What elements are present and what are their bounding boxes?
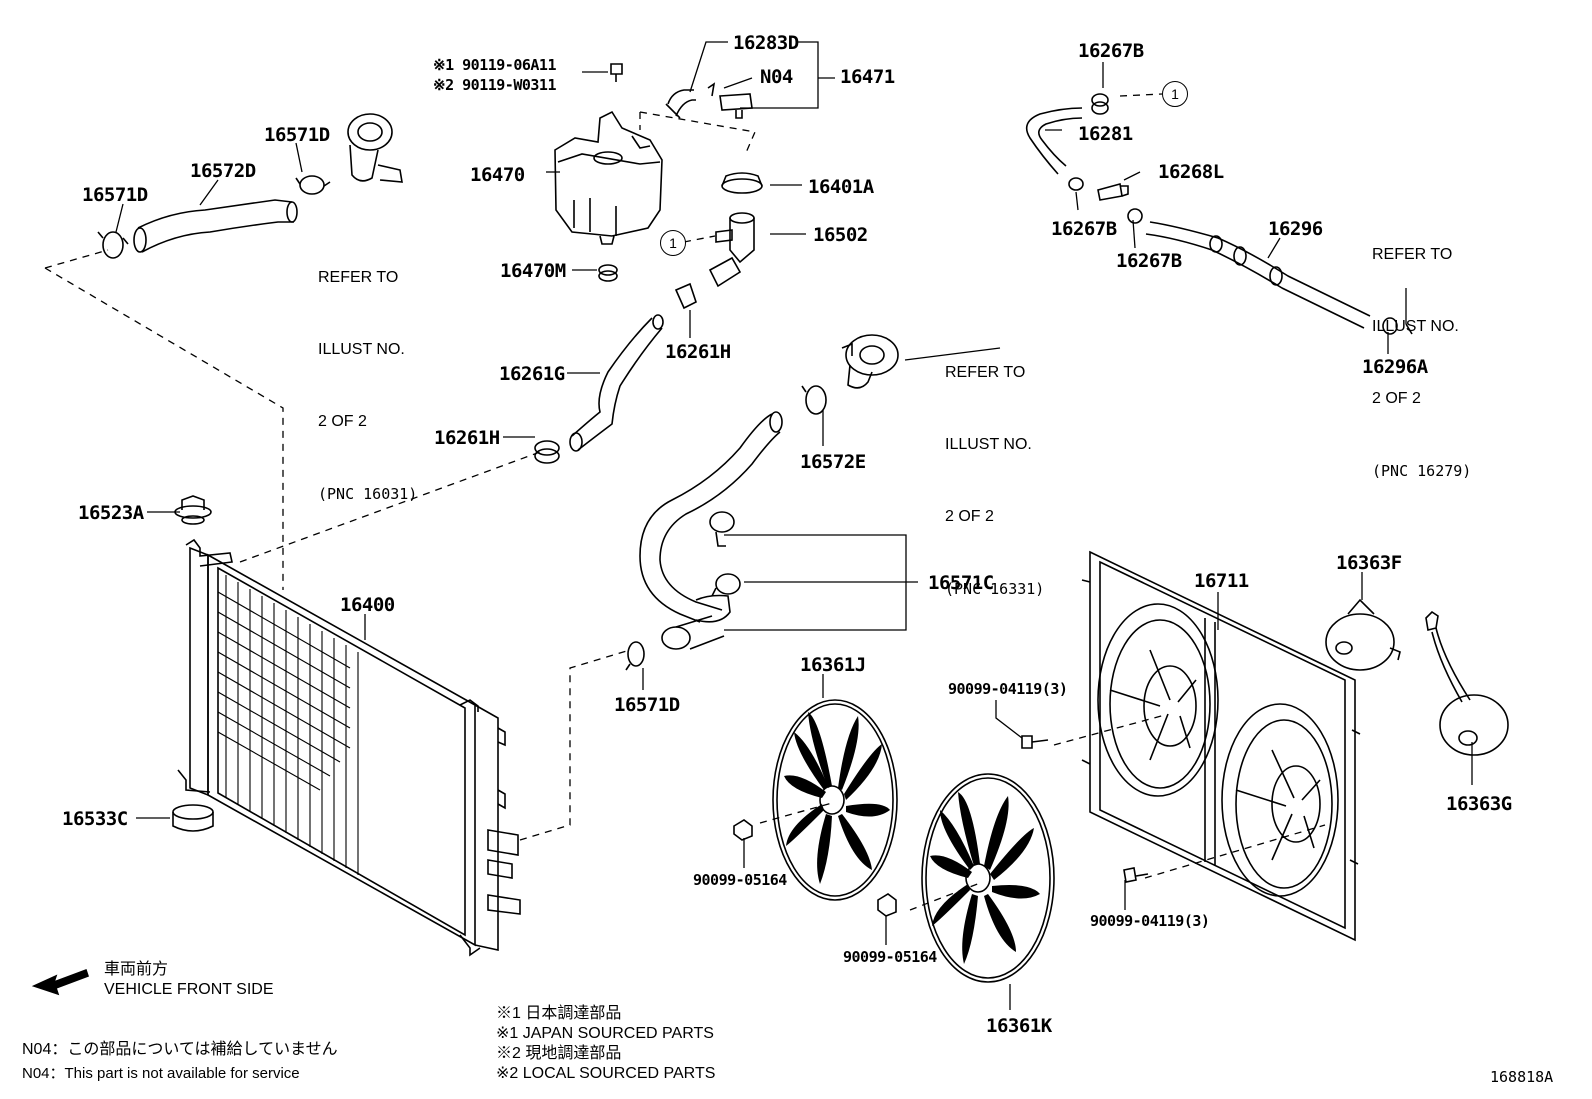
refer-note-16279: REFER TO ILLUST NO. 2 OF 2 (PNC 16279) bbox=[1372, 246, 1472, 480]
note-s2-ja: ※2 現地調達部品 bbox=[496, 1045, 622, 1062]
label-16571D-left: 16571D bbox=[82, 184, 148, 206]
clamp-16296A bbox=[1382, 317, 1398, 335]
grommet-16470M bbox=[598, 264, 618, 282]
label-16267B-mid: 16267B bbox=[1051, 218, 1117, 240]
label-16281: 16281 bbox=[1078, 123, 1133, 145]
front-side-label-en: VEHICLE FRONT SIDE bbox=[104, 981, 274, 998]
label-16572D: 16572D bbox=[190, 160, 256, 182]
label-16533C: 16533C bbox=[62, 808, 128, 830]
label-16296A: 16296A bbox=[1362, 356, 1428, 378]
label-16267B-top: 16267B bbox=[1078, 40, 1144, 62]
bolt-90099-04119-b bbox=[1123, 867, 1149, 883]
note-s1-en: ※1 JAPAN SOURCED PARTS bbox=[496, 1025, 714, 1042]
radiator-cap-16401A bbox=[721, 172, 763, 194]
label-N04: N04 bbox=[760, 66, 793, 88]
leader-lines bbox=[115, 41, 1473, 1010]
clamp-16267B-mid bbox=[1068, 177, 1084, 191]
label-16711: 16711 bbox=[1194, 570, 1249, 592]
refer-note-16031: REFER TO ILLUST NO. 2 OF 2 (PNC 16031) bbox=[318, 269, 418, 503]
label-16267B-low: 16267B bbox=[1116, 250, 1182, 272]
hose-16281 bbox=[1025, 107, 1083, 175]
hose-16572D bbox=[133, 199, 298, 253]
label-16470M: 16470M bbox=[500, 260, 566, 282]
bolt-90119 bbox=[610, 63, 623, 82]
water-inlet-housing bbox=[841, 334, 899, 389]
label-16296: 16296 bbox=[1268, 218, 1323, 240]
label-90099-05164-b: 90099-05164 bbox=[843, 948, 937, 966]
label-16571D-top: 16571D bbox=[264, 124, 330, 146]
hose-16261G bbox=[569, 314, 664, 452]
label-16268L: 16268L bbox=[1158, 161, 1224, 183]
hose-end-16279 bbox=[1405, 323, 1413, 335]
union-16268L bbox=[1097, 182, 1129, 201]
front-side-label-ja: 車両前方 bbox=[104, 961, 169, 978]
label-90119-W0311: ※2 90119-W0311 bbox=[433, 76, 556, 94]
drain-cap-16523A bbox=[174, 495, 212, 525]
label-90099-04119-a: 90099-04119(3) bbox=[948, 680, 1068, 698]
label-16471: 16471 bbox=[840, 66, 895, 88]
clamp-16572E bbox=[801, 385, 827, 415]
callout-marker-right: 1 bbox=[1162, 81, 1188, 107]
label-16571C: 16571C bbox=[928, 572, 994, 594]
clamp-16571D-top bbox=[295, 175, 331, 195]
fan-16361J bbox=[772, 699, 898, 901]
hose-16296 bbox=[1145, 221, 1371, 329]
note-n04-en: N04：This part is not available for servi… bbox=[22, 1065, 300, 1082]
cushion-16533C bbox=[172, 804, 214, 832]
fan-motor-16363G bbox=[1425, 610, 1509, 756]
label-16572E: 16572E bbox=[800, 451, 866, 473]
clamp-16267B-top bbox=[1091, 93, 1109, 115]
radiator-illustration bbox=[177, 538, 521, 957]
nut-90099-05164-b bbox=[877, 893, 897, 917]
inlet-16502 bbox=[708, 212, 755, 288]
fan-shroud-16711 bbox=[1081, 550, 1361, 942]
callout-marker-left: 1 bbox=[660, 230, 686, 256]
note-n04-ja: N04：この部品については補給していません bbox=[22, 1041, 338, 1058]
label-16261G: 16261G bbox=[499, 363, 565, 385]
hose-16283D bbox=[665, 89, 696, 119]
label-16361J: 16361J bbox=[800, 654, 866, 676]
label-90099-05164-a: 90099-05164 bbox=[693, 871, 787, 889]
fan-motor-16363F bbox=[1325, 598, 1401, 671]
reservoir-tank bbox=[554, 110, 663, 245]
label-16261H-right: 16261H bbox=[665, 341, 731, 363]
clamp-16571D-left bbox=[97, 231, 129, 259]
clamp-16261H-upper bbox=[674, 282, 697, 310]
front-arrow-icon bbox=[31, 968, 90, 996]
lower-hose bbox=[639, 411, 783, 650]
note-s1-ja: ※1 日本調達部品 bbox=[496, 1005, 622, 1022]
clamp-16571C-upper bbox=[709, 511, 735, 547]
label-16571D-mid: 16571D bbox=[614, 694, 680, 716]
refer-note-16331: REFER TO ILLUST NO. 2 OF 2 (PNC 16331) bbox=[945, 364, 1045, 598]
label-16261H-left: 16261H bbox=[434, 427, 500, 449]
illustration-number: 168818A bbox=[1490, 1068, 1554, 1086]
label-90119-06A11: ※1 90119-06A11 bbox=[433, 56, 556, 74]
clamp-16261H-lower bbox=[534, 440, 560, 464]
water-outlet bbox=[347, 113, 403, 183]
label-90099-04119-b: 90099-04119(3) bbox=[1090, 912, 1210, 930]
label-16400: 16400 bbox=[340, 594, 395, 616]
label-16470: 16470 bbox=[470, 164, 525, 186]
nut-90099-05164-a bbox=[733, 819, 753, 841]
clamp-16571D-mid bbox=[625, 641, 645, 671]
sensor-16471 bbox=[707, 82, 753, 119]
guide-lines bbox=[44, 93, 1326, 911]
clamp-16267B-low bbox=[1127, 208, 1143, 224]
label-16363F: 16363F bbox=[1336, 552, 1402, 574]
label-16401A: 16401A bbox=[808, 176, 874, 198]
fan-16361K bbox=[921, 773, 1055, 983]
note-s2-en: ※2 LOCAL SOURCED PARTS bbox=[496, 1065, 716, 1082]
clamp-16571C-lower bbox=[711, 573, 741, 597]
label-16283D: 16283D bbox=[733, 32, 799, 54]
label-16502: 16502 bbox=[813, 224, 868, 246]
bolt-90099-04119-a bbox=[1021, 735, 1049, 749]
label-16523A: 16523A bbox=[78, 502, 144, 524]
label-16361K: 16361K bbox=[986, 1015, 1052, 1037]
label-16363G: 16363G bbox=[1446, 793, 1512, 815]
